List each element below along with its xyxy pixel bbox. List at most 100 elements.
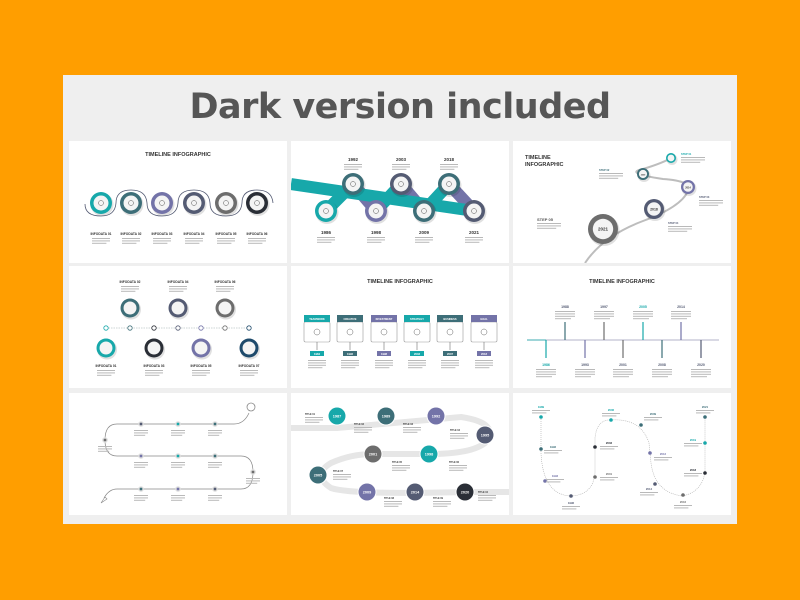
- body-text-line: [681, 159, 705, 161]
- body-text-line: [532, 410, 550, 411]
- body-text-line: [208, 430, 222, 431]
- body-text-line: [671, 313, 691, 315]
- body-text-line: [654, 459, 669, 461]
- body-text-line: [594, 315, 614, 317]
- step-label: STEP 01: [681, 152, 692, 156]
- milestone-dot: [213, 487, 217, 491]
- title-label: TITLE 06: [449, 461, 460, 464]
- body-text-line: [613, 371, 633, 373]
- year-label: 2014: [411, 491, 420, 495]
- body-text-line: [392, 166, 410, 168]
- body-text-line: [555, 311, 575, 312]
- year-label: 1998: [425, 453, 433, 457]
- body-text-line: [248, 240, 266, 242]
- year-badge: [377, 351, 391, 356]
- wave-segment: [291, 178, 475, 217]
- category-header: [304, 315, 330, 322]
- milestone-dot: [639, 423, 643, 427]
- body-text-line: [171, 432, 185, 434]
- title-label: TITLE 10: [478, 491, 489, 494]
- body-text-line: [333, 474, 351, 475]
- category-box: [403, 321, 431, 343]
- body-text-line: [555, 315, 575, 317]
- category-box: [436, 321, 464, 343]
- body-text-line: [536, 371, 556, 373]
- year-badge: [310, 351, 324, 356]
- body-text-line: [599, 177, 619, 179]
- step-icon: [254, 200, 260, 206]
- year-node: [358, 483, 376, 501]
- category-icon: [346, 328, 354, 336]
- year-label: 1989: [382, 415, 390, 419]
- body-text-line: [575, 373, 595, 375]
- milestone-dot: [251, 470, 255, 474]
- year-label: 2001: [619, 363, 627, 367]
- title-label: TITLE 03: [403, 423, 414, 426]
- body-text-line: [600, 446, 618, 447]
- node-inner: [147, 341, 161, 355]
- body-text-line: [465, 239, 483, 241]
- year-label: 2014: [685, 187, 691, 190]
- body-text-line: [171, 434, 183, 436]
- body-text-line: [408, 360, 426, 361]
- body-text-line: [440, 164, 458, 165]
- info-label: INFODATA 03: [143, 364, 164, 368]
- year-node: [476, 426, 494, 444]
- body-text-line: [134, 497, 148, 499]
- target-icon: [246, 402, 256, 412]
- slide-thumbnail-7[interactable]: [69, 393, 287, 515]
- milestone-dot: [703, 471, 707, 475]
- body-text-line: [171, 430, 185, 431]
- body-text-line: [341, 364, 359, 366]
- year-label: 1988: [561, 305, 569, 309]
- body-text-line: [640, 494, 655, 496]
- year-label: 2008: [658, 363, 666, 367]
- body-text-line: [536, 376, 552, 378]
- year-label: 2018: [444, 157, 455, 162]
- node-icon: [350, 181, 356, 187]
- body-text-line: [122, 238, 140, 239]
- body-text-line: [441, 367, 456, 369]
- body-text-line: [475, 362, 493, 364]
- year-badge: [443, 351, 457, 356]
- year-label: 2003: [396, 157, 407, 162]
- step-label: STEP 05: [537, 217, 554, 222]
- step-label: STEP 04: [668, 221, 679, 225]
- body-text-line: [171, 462, 185, 463]
- body-text-line: [674, 507, 689, 509]
- node-inner: [171, 301, 185, 315]
- body-text-line: [555, 318, 571, 320]
- axis-node: [127, 325, 133, 331]
- category-label: STRATEGY: [410, 317, 424, 321]
- body-text-line: [208, 497, 222, 499]
- body-text-line: [450, 433, 468, 434]
- node-inner: [416, 203, 432, 219]
- year-label: 2005: [639, 305, 647, 309]
- body-text-line: [681, 157, 705, 158]
- body-text-line: [367, 239, 385, 241]
- body-text-line: [171, 499, 183, 501]
- body-text-line: [344, 164, 362, 165]
- info-label: INFODATA 02: [119, 280, 140, 284]
- body-text-line: [449, 465, 467, 466]
- body-text-line: [674, 505, 692, 506]
- step-label: INFODATA 02: [120, 232, 141, 236]
- year-label: 2003: [606, 441, 613, 445]
- year-label: 2009: [363, 491, 371, 495]
- body-text-line: [654, 457, 672, 458]
- node-inner: [194, 341, 208, 355]
- milestone-dot: [139, 454, 143, 458]
- body-text-line: [97, 372, 115, 374]
- body-text-line: [691, 371, 711, 373]
- body-text-line: [403, 431, 418, 433]
- body-text-line: [121, 290, 136, 292]
- body-text-line: [153, 240, 171, 242]
